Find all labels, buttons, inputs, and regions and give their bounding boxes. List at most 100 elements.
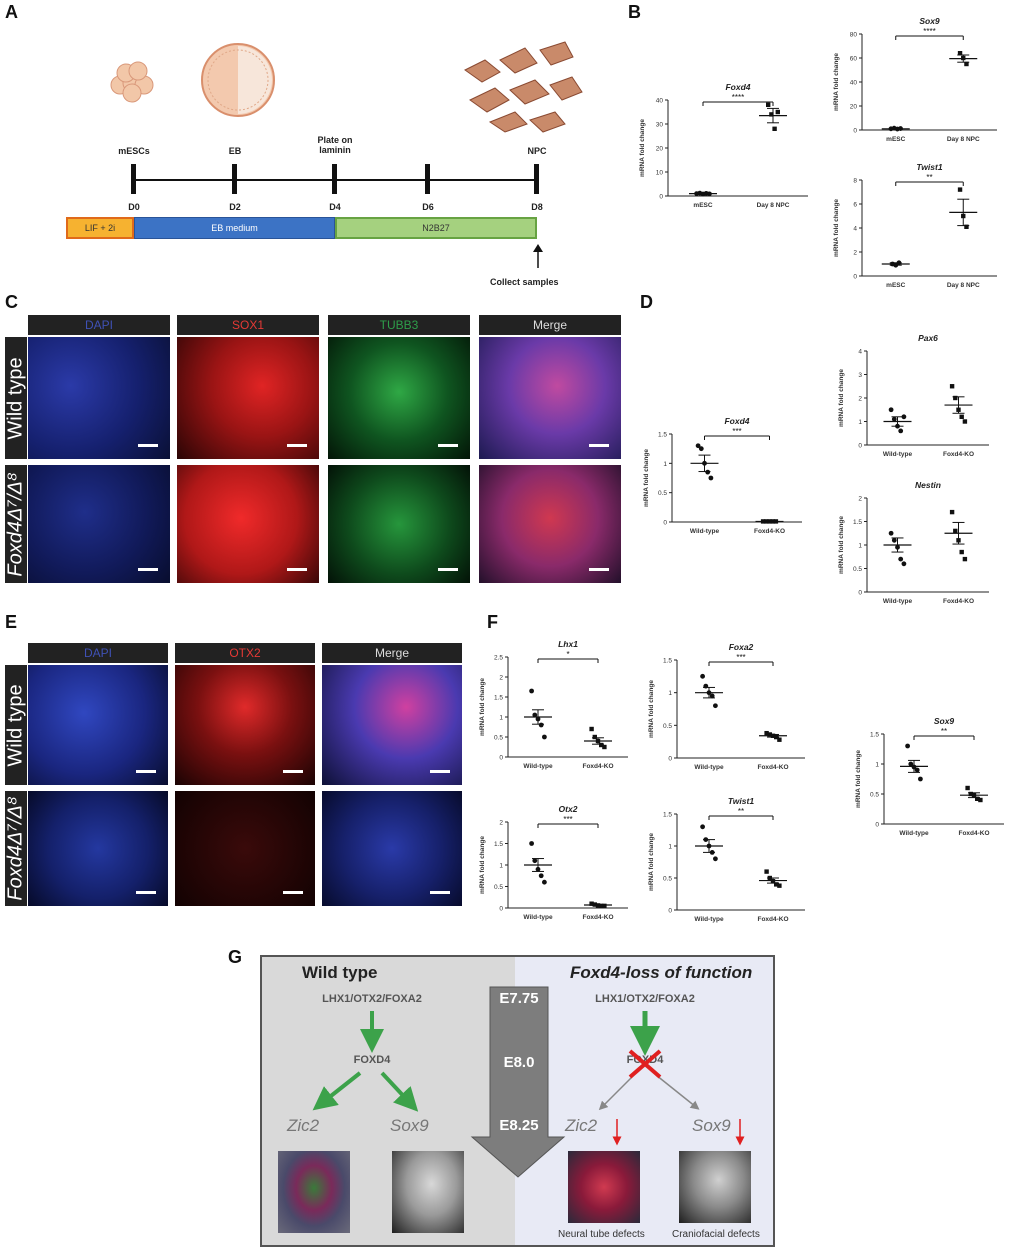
y-tick-label: 0.5 [658,490,667,497]
y-tick-label: 3 [858,372,862,379]
data-point [764,730,769,736]
data-point [766,102,771,107]
data-point [602,903,607,909]
significance-label: *** [732,427,741,436]
stage-label: mESCs [118,146,150,156]
category-label: Wild-type [883,598,913,605]
data-point [602,744,607,750]
scale-bar [136,770,156,773]
category-label: mESC [886,282,905,289]
y-tick-label: 2.5 [494,655,503,662]
day-label: D4 [329,202,341,212]
y-axis-label: mRNA fold change [479,836,486,894]
embryo-head-image-ko [679,1151,751,1223]
data-point [764,869,769,874]
wild-type-title: Wild type [302,963,378,982]
y-tick-label: 8 [853,178,857,185]
developmental-time-arrow [470,986,566,1178]
category-label: Foxd4-KO [943,451,974,458]
panel-label-d: D [640,292,653,312]
y-tick-label: 20 [656,146,664,153]
y-axis-label: mRNA fold change [479,678,486,736]
data-point [978,797,983,803]
y-tick-label: 0 [668,908,672,915]
loss-of-function-title: Foxd4-loss of function [570,963,753,982]
y-tick-label: 1.5 [494,695,503,702]
data-point [975,796,980,801]
category-label: Foxd4-KO [582,763,613,770]
micrograph-merge-ko [322,791,462,906]
y-tick-label: 0 [499,755,503,762]
upstream-factors-wt: LHX1/OTX2/FOXA2 [322,993,422,1005]
arrow-foxd4-to-sox9-ko [655,1074,700,1110]
micrograph-otx2-ko [175,791,315,906]
data-point [700,824,705,830]
y-tick-label: 0 [659,194,663,201]
column-header-sox1: SOX1 [177,315,319,335]
stage-e8-0: E8.0 [503,1054,535,1071]
plot-title: Twist1 [728,796,754,806]
y-tick-label: 1.5 [494,841,503,848]
data-point [592,734,597,740]
upstream-factors-ko: LHX1/OTX2/FOXA2 [595,993,695,1005]
panel-label-c: C [5,292,18,312]
category-label: mESC [693,202,712,209]
row-label-wild-type: Wild type [5,337,27,459]
npc-cells-illustration [464,41,583,133]
y-tick-label: 2 [858,396,862,403]
micrograph-dapi-wt [28,337,170,459]
plot-title: Twist1 [916,162,942,172]
scale-bar [283,770,303,773]
stage-e8-25: E8.25 [499,1117,539,1134]
plot-title: Foxd4 [725,82,750,92]
y-tick-label: 0 [853,128,857,135]
y-tick-label: 1.5 [853,519,862,526]
y-axis-label: mRNA fold change [643,449,650,507]
data-point [589,901,594,906]
timeline-tick [425,164,430,194]
scale-bar [589,568,609,571]
mesc-cluster-illustration [110,61,154,103]
scale-bar [287,568,307,571]
sox9-label-wt: Sox9 [390,1116,429,1135]
significance-label: ** [926,173,932,182]
category-label: Foxd4-KO [754,528,785,535]
y-tick-label: 0.5 [663,723,672,730]
panel-label-f: F [487,612,498,632]
data-point [708,475,714,481]
category-label: Day 8 NPC [947,282,980,289]
panel-label-e: E [5,612,18,632]
y-tick-label: 6 [853,202,857,209]
data-point [959,414,964,419]
panel-label-b: B [628,2,641,22]
data-point [532,858,538,864]
y-tick-label: 0 [875,822,879,829]
scale-bar [589,444,609,447]
data-point [901,561,907,567]
micrograph-merge-wt [322,665,462,785]
timeline-tick [232,164,237,194]
arrow-foxd4-to-sox9-wt [380,1071,419,1112]
data-point [769,112,774,117]
micrograph-otx2-wt [175,665,315,785]
significance-label: * [566,650,569,659]
category-label: Foxd4-KO [757,916,788,923]
y-tick-label: 40 [850,80,858,87]
data-point [959,549,964,555]
y-tick-label: 2 [499,675,503,682]
category-label: Wild-type [899,830,929,837]
scale-bar [438,444,458,447]
column-header-merge: Merge [479,315,621,335]
category-label: mESC [886,136,905,143]
data-point [908,761,914,767]
panel-g-frame: Wild type Foxd4-loss of function LHX1/OT… [260,955,775,1247]
micrograph-dapi-ko [28,465,170,583]
knockout-cross-icon [628,1049,662,1079]
data-point [905,743,910,749]
day-label: D2 [229,202,241,212]
y-tick-label: 2 [499,820,503,827]
arrow-foxd4-to-zic2-ko [598,1074,635,1111]
scale-bar [283,891,303,894]
y-tick-label: 0 [499,906,503,913]
data-point [953,528,958,534]
